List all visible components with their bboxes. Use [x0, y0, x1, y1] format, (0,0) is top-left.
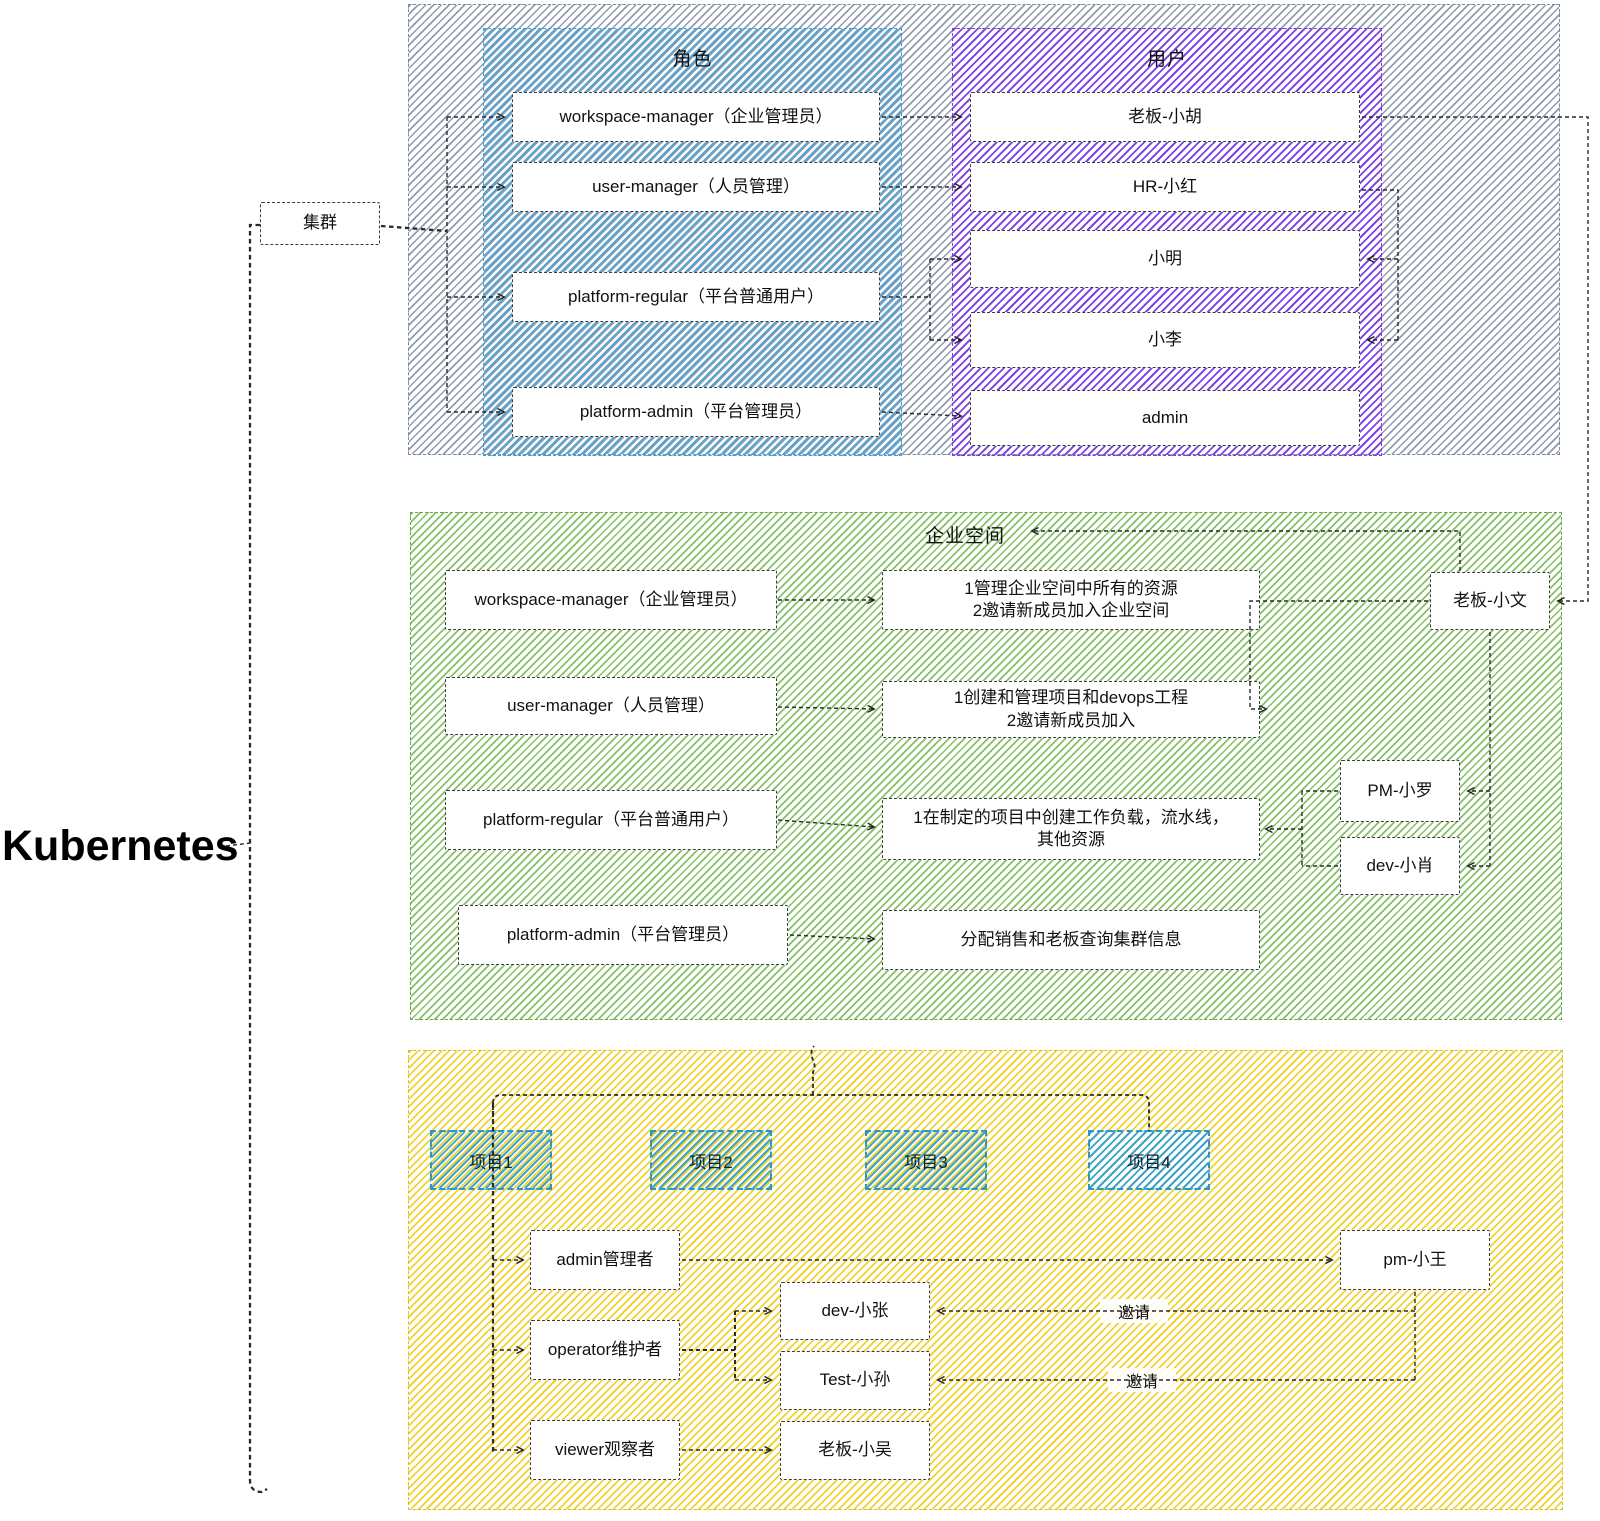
proj-member-dev-xiaozhang-label: dev-小张 — [821, 1300, 889, 1320]
ws-role-user-manager-label: user-manager（人员管理） — [507, 695, 715, 715]
invite-label-1: 邀请 — [1100, 1299, 1168, 1323]
ws-role-workspace-manager-label: workspace-manager（企业管理员） — [474, 589, 748, 609]
user-admin-label: admin — [1141, 407, 1189, 427]
role-platform-admin-label: platform-admin（平台管理员） — [579, 401, 813, 421]
users-panel-title: 用户 — [1146, 49, 1187, 70]
project-1[interactable]: 项目1 — [430, 1130, 552, 1190]
proj-member-boss-xiaowu-label: 老板-小吴 — [818, 1440, 892, 1460]
user-hr-xiaohong-label: HR-小红 — [1132, 176, 1198, 196]
role-platform-regular[interactable]: platform-regular（平台普通用户） — [512, 272, 880, 322]
user-xiaoli-label: 小李 — [1148, 329, 1182, 349]
user-hr-xiaohong[interactable]: HR-小红 — [970, 162, 1360, 212]
cluster-box[interactable]: 集群 — [260, 202, 380, 245]
role-platform-regular-label: platform-regular（平台普通用户） — [568, 286, 824, 306]
ws-permission-1-text: 1管理企业空间中所有的资源 2邀请新成员加入企业空间 — [964, 578, 1178, 620]
proj-role-admin-label: admin管理者 — [556, 1249, 654, 1269]
proj-pm-xiaowang-label: pm-小王 — [1383, 1249, 1447, 1269]
ws-member-pm-xiaoluo-label: PM-小罗 — [1367, 780, 1433, 800]
role-workspace-manager[interactable]: workspace-manager（企业管理员） — [512, 92, 880, 142]
ws-member-pm-xiaoluo[interactable]: PM-小罗 — [1340, 760, 1460, 822]
user-admin[interactable]: admin — [970, 390, 1360, 446]
proj-member-dev-xiaozhang[interactable]: dev-小张 — [780, 1282, 930, 1340]
proj-member-test-xiaosun-label: Test-小孙 — [819, 1370, 891, 1390]
project-4-label: 项目4 — [1127, 1152, 1171, 1172]
user-boss-xiaohu[interactable]: 老板-小胡 — [970, 92, 1360, 142]
user-xiaoli[interactable]: 小李 — [970, 312, 1360, 368]
kubernetes-title: Kubernetes — [2, 822, 239, 870]
proj-role-viewer[interactable]: viewer观察者 — [530, 1420, 680, 1480]
project-1-label: 项目1 — [469, 1152, 513, 1172]
proj-role-admin[interactable]: admin管理者 — [530, 1230, 680, 1290]
ws-permission-workspace-manager[interactable]: 1管理企业空间中所有的资源 2邀请新成员加入企业空间 — [882, 570, 1260, 630]
cluster-label: 集群 — [303, 213, 337, 233]
ws-member-dev-xiaoxiao-label: dev-小肖 — [1366, 855, 1434, 875]
ws-role-platform-regular[interactable]: platform-regular（平台普通用户） — [445, 790, 777, 850]
ws-permission-user-manager[interactable]: 1创建和管理项目和devops工程 2邀请新成员加入 — [882, 681, 1260, 738]
ws-role-workspace-manager[interactable]: workspace-manager（企业管理员） — [445, 570, 777, 630]
proj-pm-xiaowang[interactable]: pm-小王 — [1340, 1230, 1490, 1290]
proj-member-test-xiaosun[interactable]: Test-小孙 — [780, 1351, 930, 1410]
proj-role-viewer-label: viewer观察者 — [554, 1439, 656, 1459]
role-user-manager-label: user-manager（人员管理） — [592, 176, 800, 196]
ws-permission-platform-regular[interactable]: 1在制定的项目中创建工作负载，流水线， 其他资源 — [882, 798, 1260, 860]
user-xiaoming[interactable]: 小明 — [970, 230, 1360, 288]
workspace-title: 企业空间 — [924, 526, 1005, 547]
ws-permission-2-text: 1创建和管理项目和devops工程 2邀请新成员加入 — [953, 688, 1189, 730]
user-xiaoming-label: 小明 — [1148, 248, 1182, 268]
ws-permission-4-text: 分配销售和老板查询集群信息 — [960, 929, 1182, 949]
ws-role-platform-admin[interactable]: platform-admin（平台管理员） — [458, 905, 788, 965]
ws-member-boss-xiaowen-label: 老板-小文 — [1453, 590, 1527, 610]
role-workspace-manager-label: workspace-manager（企业管理员） — [559, 106, 833, 126]
ws-member-dev-xiaoxiao[interactable]: dev-小肖 — [1340, 837, 1460, 895]
ws-permission-3-text: 1在制定的项目中创建工作负载，流水线， 其他资源 — [913, 807, 1229, 849]
ws-role-platform-regular-label: platform-regular（平台普通用户） — [483, 809, 739, 829]
project-3-label: 项目3 — [904, 1152, 948, 1172]
role-platform-admin[interactable]: platform-admin（平台管理员） — [512, 387, 880, 437]
ws-role-user-manager[interactable]: user-manager（人员管理） — [445, 677, 777, 735]
invite-label-2: 邀请 — [1108, 1368, 1176, 1392]
proj-role-operator[interactable]: operator维护者 — [530, 1320, 680, 1380]
ws-role-platform-admin-label: platform-admin（平台管理员） — [506, 924, 740, 944]
proj-member-boss-xiaowu[interactable]: 老板-小吴 — [780, 1421, 930, 1480]
proj-role-operator-label: operator维护者 — [547, 1339, 663, 1359]
ws-permission-platform-admin[interactable]: 分配销售和老板查询集群信息 — [882, 910, 1260, 970]
role-user-manager[interactable]: user-manager（人员管理） — [512, 162, 880, 212]
ws-member-boss-xiaowen[interactable]: 老板-小文 — [1430, 572, 1550, 630]
project-3[interactable]: 项目3 — [865, 1130, 987, 1190]
project-2[interactable]: 项目2 — [650, 1130, 772, 1190]
roles-panel-title: 角色 — [672, 49, 713, 70]
user-boss-xiaohu-label: 老板-小胡 — [1128, 106, 1202, 126]
project-4[interactable]: 项目4 — [1088, 1130, 1210, 1190]
project-2-label: 项目2 — [689, 1152, 733, 1172]
